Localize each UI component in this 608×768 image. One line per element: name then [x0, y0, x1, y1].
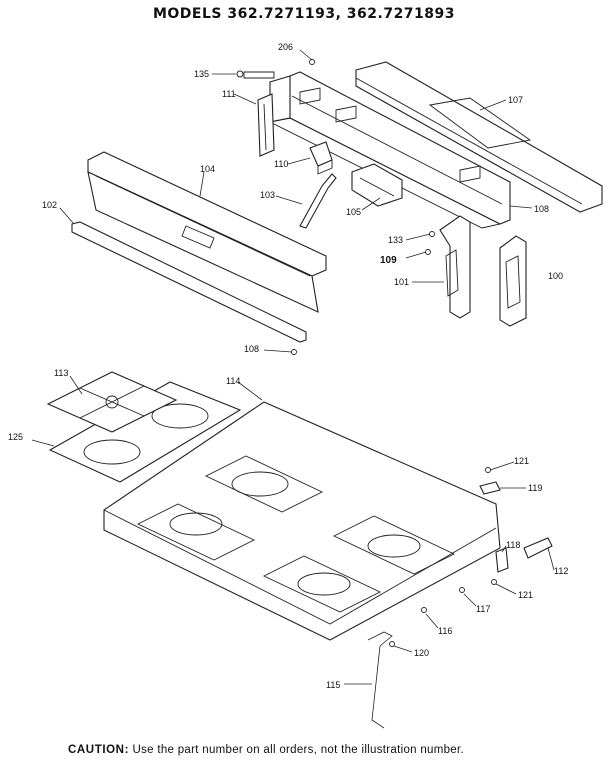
- part-label: 110: [274, 159, 288, 169]
- part-101-side-bracket: [439, 215, 471, 319]
- part-label: 125: [8, 432, 23, 442]
- part-label: 119: [528, 483, 542, 493]
- part-label: 108: [534, 204, 549, 214]
- part-102-front-strip: [71, 221, 307, 343]
- part-label: 107: [508, 95, 523, 105]
- part-label: 108: [244, 344, 259, 354]
- part-206-screw: [309, 59, 315, 65]
- part-label: 114: [226, 376, 240, 386]
- part-labels: 206 135 111 107 110 104 103 102 105 108 …: [8, 42, 568, 690]
- diagram-title: MODELS 362.7271193, 362.7271893: [152, 6, 456, 22]
- part-105-control: [351, 163, 403, 207]
- part-label: 113: [54, 368, 68, 378]
- part-label: 135: [194, 69, 209, 79]
- part-label: 105: [346, 207, 361, 217]
- caution-label: CAUTION:: [68, 744, 130, 756]
- part-label: 206: [278, 42, 293, 52]
- part-label: 102: [42, 200, 57, 210]
- part-label: 121: [518, 590, 533, 600]
- part-108-screw: [291, 349, 297, 355]
- part-label: 118: [506, 540, 520, 550]
- part-label: 100: [548, 271, 563, 281]
- part-label: 112: [554, 566, 568, 576]
- part-label: 109: [380, 255, 397, 266]
- part-110-block: [309, 141, 333, 175]
- part-label: 103: [260, 190, 275, 200]
- caution-note: CAUTION: Use the part number on all orde…: [68, 744, 464, 756]
- part-label: 117: [476, 604, 490, 614]
- part-label: 115: [326, 680, 340, 690]
- part-label: 101: [394, 277, 409, 287]
- part-111-bracket: [257, 93, 275, 157]
- part-label: 133: [388, 235, 403, 245]
- part-103-rod: [299, 173, 337, 229]
- leader-lines: [31, 49, 555, 685]
- part-label: 116: [438, 626, 452, 636]
- caution-text: Use the part number on all orders, not t…: [129, 744, 464, 756]
- parts-121-119-118-112: [421, 467, 553, 613]
- part-label: 121: [514, 456, 529, 466]
- part-135-clip: [236, 70, 275, 79]
- part-107-rear-trim: [355, 61, 603, 213]
- part-100-side-panel: [499, 235, 527, 327]
- part-115-rod: [367, 631, 395, 729]
- part-label: 111: [222, 89, 236, 99]
- part-label: 104: [200, 164, 215, 174]
- part-label: 120: [414, 648, 429, 658]
- part-113-grate: [46, 371, 178, 433]
- part-104-control-panel: [87, 151, 327, 313]
- part-114-cooktop: [103, 401, 501, 641]
